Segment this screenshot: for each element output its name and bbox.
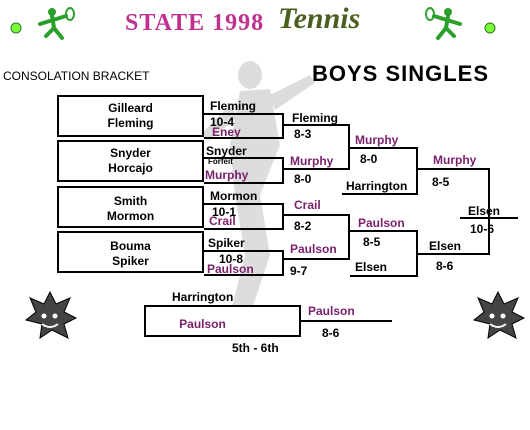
r4-top-opp: Harrington [346,179,408,193]
r2-m3-bottom: Crail [209,214,236,228]
fifth-sixth-box-name: Paulson [179,317,226,331]
bracket-line [348,124,350,170]
r2-m4-top: Spiker [208,236,245,250]
first-round-box-3: Smith Mormon [57,186,204,228]
fifth-sixth-label: 5th - 6th [232,341,279,355]
r2-m4-score: 10-8 [219,252,244,266]
bracket-line [284,258,350,260]
bracket-line [284,214,350,216]
event-title: BOYS SINGLES [312,61,490,86]
bracket-line [282,250,284,276]
bracket-line [204,157,284,159]
r2-m1-bottom: Eney [212,125,241,139]
player-name: Bouma [110,239,151,253]
bracket-line [350,275,418,277]
final-winner: Elsen [468,204,501,218]
r3-a-top: Fleming [292,111,339,125]
bracket-line [342,193,418,195]
bracket-line [284,124,350,126]
bracket-line [348,214,350,260]
player-name: Spiker [112,254,149,268]
bracket-line [418,168,490,170]
bracket-line [350,230,418,232]
player-name: Fleming [107,116,154,130]
title-state: STATE 1998 [125,10,265,36]
r2-m2-note: Forfeit [208,157,233,166]
bracket-line [204,274,284,276]
r3-a-bottom-score: 8-0 [294,172,312,186]
bracket-label: CONSOLATION BRACKET [3,69,150,83]
bracket-line [204,203,284,205]
bracket-line [418,253,490,255]
bracket-line [284,168,350,170]
fifth-sixth-winner: Paulson [308,304,355,318]
wolf-mascot-right [472,290,526,340]
bracket-line [350,147,418,149]
r4-top-winner: Murphy [355,133,399,147]
r4-bot-opp: Elsen [355,260,388,274]
bracket-line [460,217,518,219]
player-name: Gilleard [108,101,153,115]
r5-top: Murphy [433,153,477,167]
bracket-line [204,182,284,184]
bracket-line [204,250,284,252]
r4-bot-score: 8-5 [363,235,381,249]
bracket-line [204,137,284,139]
final-score: 10-6 [470,222,495,236]
fifth-sixth-score: 8-6 [322,326,340,340]
r2-m2-top: Snyder [206,144,247,158]
first-round-box-4: Bouma Spiker [57,231,204,273]
r3-a-bottom: Murphy [290,154,334,168]
r2-m1-top: Fleming [210,99,257,113]
bracket-line [416,230,418,277]
fifth-sixth-top: Harrington [172,290,234,304]
tennis-player-logo-right [425,7,496,40]
r2-m2-bottom: Murphy [205,168,249,182]
r5-bottom: Elsen [429,239,462,253]
bracket-line [416,147,418,195]
r5-score-top: 8-5 [432,175,450,189]
player-name: Mormon [106,209,155,223]
title-tennis: Tennis [278,2,361,35]
r3-b-bottom-score: 9-7 [290,264,308,278]
bracket-line [282,113,284,139]
bracket-line [300,320,392,322]
bracket-line [204,113,284,115]
tennis-player-logo-left [10,7,75,40]
first-round-box-2: Snyder Horcajo [57,140,204,182]
r3-a-score: 8-3 [294,127,312,141]
bracket-line [488,168,490,255]
fifth-sixth-box: Paulson [144,305,301,337]
r4-top-score: 8-0 [360,152,378,166]
r4-bot-winner: Paulson [358,216,405,230]
r2-m3-score: 10-1 [212,205,237,219]
bracket-line [204,228,284,230]
player-name: Horcajo [108,161,153,175]
bracket-line [282,203,284,230]
wolf-mascot-left [24,290,78,340]
r2-m4-bottom: Paulson [207,262,254,276]
r3-b-score: 8-2 [294,219,312,233]
player-name: Snyder [110,146,151,160]
r3-b-bottom: Paulson [290,242,337,256]
r2-m3-top: Mormon [210,189,258,203]
r2-m1-score: 10-4 [210,115,235,129]
r3-b-top: Crail [294,198,321,212]
bracket-line [282,157,284,184]
r5-score-bottom: 8-6 [436,259,454,273]
player-name: Smith [113,194,148,208]
first-round-box-1: Gilleard Fleming [57,95,204,137]
